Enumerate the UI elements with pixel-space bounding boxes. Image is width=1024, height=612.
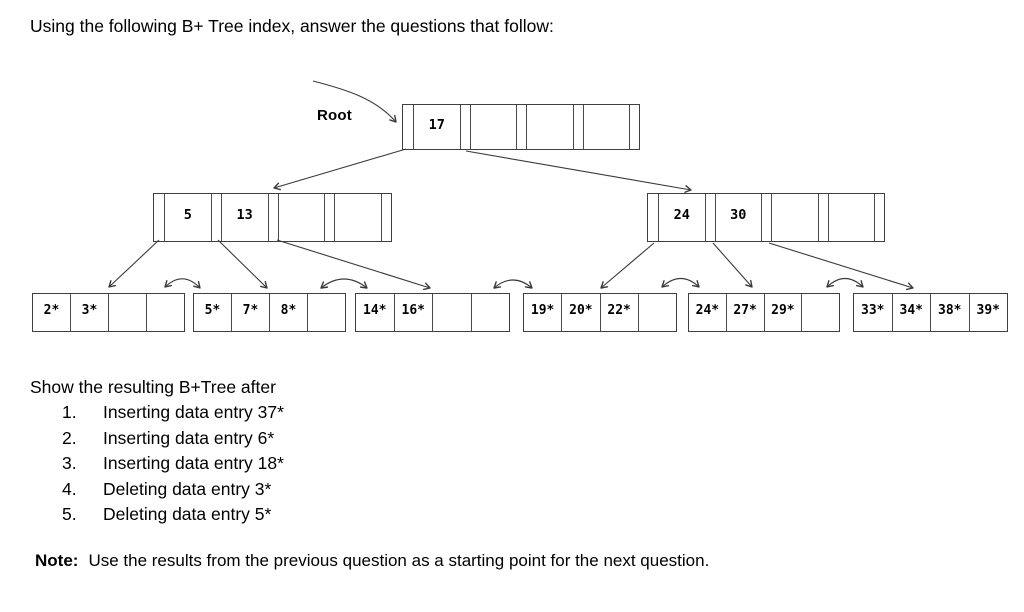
leaf-node-2: 5* 7* 8* xyxy=(193,293,346,332)
leaf-cell xyxy=(470,294,510,331)
question-item: 5. Deleting data entry 5* xyxy=(62,502,284,528)
leaf-cell: 33* xyxy=(861,303,885,318)
leaf-cell: 38* xyxy=(930,294,969,331)
leaf-node-4: 19* 20* 22* xyxy=(523,293,677,332)
question-text: Deleting data entry 5* xyxy=(103,504,272,524)
leaf-cell: 2* xyxy=(43,303,60,318)
pointer-cell xyxy=(516,105,526,149)
question-number: 1. xyxy=(62,402,77,422)
question-text: Deleting data entry 3* xyxy=(103,478,272,499)
pointer-cell xyxy=(572,105,583,149)
leaf-cell: 3* xyxy=(70,294,108,331)
leaf-cell: 16* xyxy=(393,294,433,331)
question-number: 4. xyxy=(62,478,77,499)
leaf-node-3: 14* 16* xyxy=(355,293,510,332)
pointer-cell xyxy=(704,194,715,241)
leaf-cell: 39* xyxy=(968,294,1008,331)
note-label: Note: xyxy=(35,551,79,570)
key-cell xyxy=(469,105,517,149)
leaf-cell: 27* xyxy=(725,294,764,331)
arrow-right-p3-to-leaf6 xyxy=(768,242,914,291)
leaf-sibling-link-3-4 xyxy=(493,279,533,289)
question-number: 3. xyxy=(62,453,77,473)
leaf-cell: 19* xyxy=(530,303,555,318)
key-cell xyxy=(771,194,818,241)
leaf-cell: 7* xyxy=(231,294,269,331)
key-cell: 24 xyxy=(658,194,705,241)
questions-block: Show the resulting B+Tree after 1. Inser… xyxy=(30,374,284,528)
arrow-left-p2-to-leaf2 xyxy=(217,239,268,289)
pointer-cell xyxy=(324,194,334,241)
leaf-cell: 29* xyxy=(763,294,802,331)
question-item: 4. Deleting data entry 3* xyxy=(62,477,284,503)
leaf-cell: 14* xyxy=(363,303,387,318)
questions-intro: Show the resulting B+Tree after xyxy=(30,377,276,397)
internal-node-left: 5 13 xyxy=(153,193,392,242)
leaf-cell: 20* xyxy=(561,294,599,331)
leaf-node-1: 2* 3* xyxy=(32,293,185,332)
internal-node-right: 24 30 xyxy=(647,193,885,242)
key-cell: 17 xyxy=(413,105,460,149)
key-cell: 5 xyxy=(164,194,211,241)
question-text: Inserting data entry 37* xyxy=(103,402,284,422)
leaf-cell: 24* xyxy=(695,303,720,318)
note-text: Use the results from the previous questi… xyxy=(88,551,710,570)
key-cell xyxy=(582,105,630,149)
question-item: 3. Inserting data entry 18* xyxy=(62,451,284,477)
pointer-cell xyxy=(403,105,413,149)
pointer-cell xyxy=(648,194,658,241)
leaf-cell xyxy=(108,294,146,331)
key-cell xyxy=(277,194,325,241)
root-label: Root xyxy=(317,107,352,124)
question-item: 1. Inserting data entry 37* xyxy=(62,400,284,426)
leaf-cell xyxy=(146,294,184,331)
leaf-cell: 34* xyxy=(891,294,931,331)
pointer-cell xyxy=(267,194,278,241)
arrow-root-to-right-child xyxy=(465,150,692,193)
question-item: 2. Inserting data entry 6* xyxy=(62,426,284,452)
key-cell: 30 xyxy=(714,194,762,241)
root-node: 17 xyxy=(402,104,640,150)
pointer-cell xyxy=(874,194,884,241)
leaf-cell xyxy=(307,294,345,331)
question-number: 2. xyxy=(62,427,77,448)
leaf-cell: 22* xyxy=(599,294,638,331)
pointer-cell xyxy=(381,194,391,241)
pointer-cell xyxy=(817,194,828,241)
leaf-node-5: 24* 27* 29* xyxy=(688,293,840,332)
pointer-cell xyxy=(761,194,771,241)
key-cell: 13 xyxy=(220,194,268,241)
key-cell xyxy=(827,194,875,241)
arrow-left-p1-to-leaf1 xyxy=(108,239,160,288)
question-text: Inserting data entry 6* xyxy=(103,427,275,448)
page-title: Using the following B+ Tree index, answe… xyxy=(30,16,554,36)
pointer-cell xyxy=(210,194,221,241)
key-cell xyxy=(334,194,381,241)
question-text: Inserting data entry 18* xyxy=(103,453,284,473)
leaf-sibling-link-1-2 xyxy=(164,278,201,289)
arrow-left-p3-to-leaf3 xyxy=(276,239,431,291)
arrow-right-p1-to-leaf4 xyxy=(600,242,655,289)
leaf-cell xyxy=(432,294,471,331)
pointer-cell xyxy=(154,194,164,241)
leaf-sibling-link-5-6 xyxy=(826,277,864,288)
leaf-cell: 8* xyxy=(269,294,307,331)
leaf-sibling-link-4-5 xyxy=(661,277,700,288)
pointer-cell xyxy=(629,105,639,149)
arrow-right-p2-to-leaf5 xyxy=(712,242,753,288)
leaf-sibling-link-2-3 xyxy=(320,278,368,289)
arrow-root-to-left-child xyxy=(273,148,407,191)
note-line: Note: Use the results from the previous q… xyxy=(35,551,709,571)
question-number: 5. xyxy=(62,504,77,524)
leaf-cell xyxy=(637,294,676,331)
leaf-node-6: 33* 34* 38* 39* xyxy=(853,293,1008,332)
key-cell xyxy=(526,105,573,149)
leaf-cell: 5* xyxy=(204,303,221,318)
leaf-cell xyxy=(801,294,839,331)
pointer-cell xyxy=(459,105,470,149)
